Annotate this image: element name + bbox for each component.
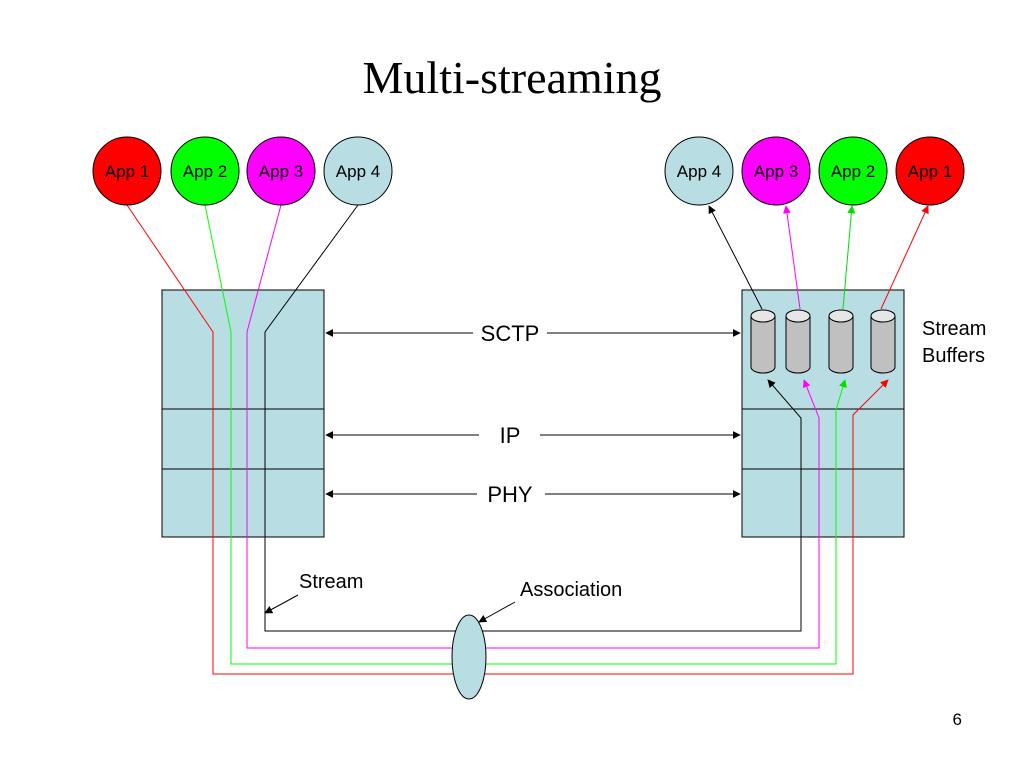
ip-label: IP <box>500 423 521 448</box>
buffer-arrow-app2 <box>842 205 856 310</box>
right-app-3-label: App 3 <box>754 162 798 181</box>
stream-paths <box>126 204 889 675</box>
left-app-4: App 4 <box>323 136 393 206</box>
stream-path-black <box>264 204 802 632</box>
stream-buffers-label-line2: Buffers <box>922 345 985 367</box>
stream-path-magenta <box>246 204 820 649</box>
left-app-4-label: App 4 <box>336 162 380 181</box>
association-callout-arrow <box>478 601 516 623</box>
right-app-4-label: App 4 <box>677 162 721 181</box>
stream-buffer-3 <box>828 309 854 374</box>
left-applications: App 1 App 2 App 3 App 4 <box>92 136 393 206</box>
page-number: 6 <box>953 710 962 729</box>
association-ellipse <box>451 614 487 700</box>
stream-buffer-1 <box>750 309 776 374</box>
buffer-to-app-arrows <box>708 205 929 310</box>
left-app-2: App 2 <box>170 136 240 206</box>
right-app-2: App 2 <box>818 136 888 206</box>
buffer-arrow-app4 <box>708 205 763 310</box>
left-app-2-label: App 2 <box>183 162 227 181</box>
stream-callout-arrow <box>264 594 299 614</box>
stream-buffer-2 <box>785 309 811 374</box>
stream-path-red <box>126 204 889 675</box>
left-protocol-stack <box>161 289 325 538</box>
right-app-3: App 3 <box>741 136 811 206</box>
right-app-1: App 1 <box>895 136 965 206</box>
buffer-arrow-app1 <box>880 205 929 310</box>
stream-callout-label: Stream <box>299 571 363 593</box>
left-app-1-label: App 1 <box>105 162 149 181</box>
right-applications: App 4 App 3 App 2 App 1 <box>664 136 965 206</box>
stream-buffers-label-line1: Stream <box>922 318 986 340</box>
stream-path-green <box>204 204 847 665</box>
right-app-1-label: App 1 <box>908 162 952 181</box>
association-callout-label: Association <box>520 579 622 601</box>
stream-buffer-4 <box>870 309 896 374</box>
sctp-label: SCTP <box>481 321 540 346</box>
right-app-4: App 4 <box>664 136 734 206</box>
right-app-2-label: App 2 <box>831 162 875 181</box>
phy-label: PHY <box>487 482 533 507</box>
layer-arrows <box>325 329 741 498</box>
slide-title: Multi-streaming <box>363 52 662 103</box>
stream-buffers <box>750 309 896 374</box>
left-app-3: App 3 <box>246 136 316 206</box>
buffer-arrow-app3 <box>783 205 801 310</box>
left-app-1: App 1 <box>92 136 162 206</box>
left-app-3-label: App 3 <box>259 162 303 181</box>
